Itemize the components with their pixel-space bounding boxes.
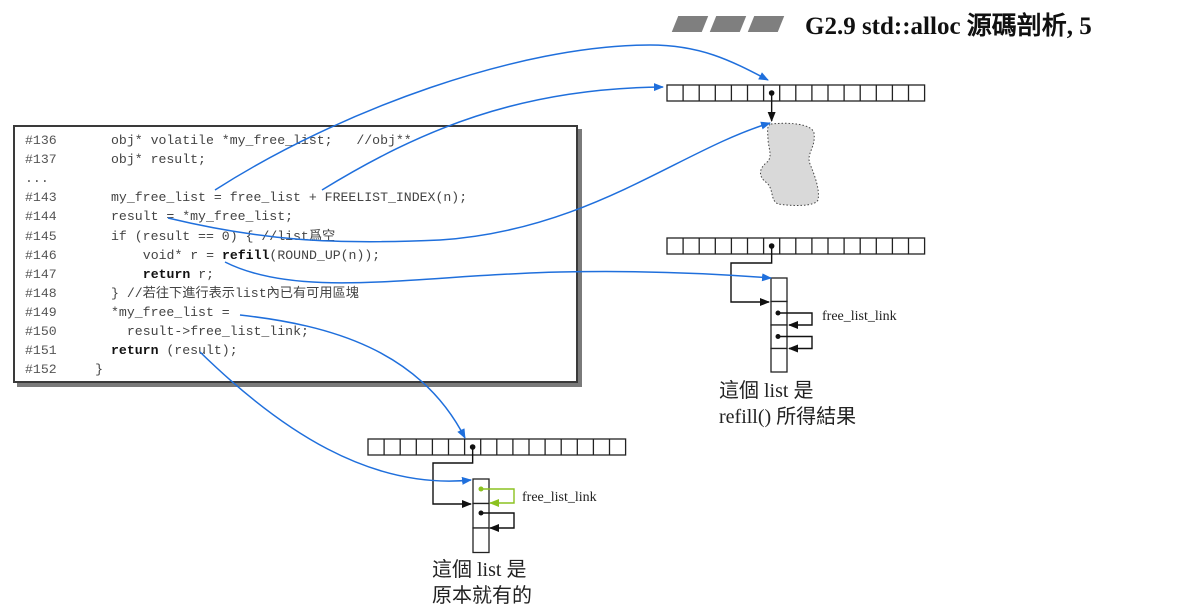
code-text: return (result); [111,343,238,359]
line-number: #144 [25,209,57,225]
code-line: #150 result->free_list_link; [25,322,309,341]
pointer-arrow [730,246,773,306]
code-text: result = *my_free_list; [111,209,294,225]
code-line: #152} [25,360,103,379]
free-list-link-arrow [778,312,813,329]
code-text: *my_free_list = [111,304,230,320]
existing-list-chunk [472,502,490,529]
slide-title: G2.9 std::alloc 源碼剖析, 5 [805,13,1092,40]
pointer-arrow [432,447,474,508]
code-text: } [95,362,104,378]
line-number: #149 [25,304,57,320]
refill-list-chunk [770,347,788,373]
arrow-refill-result-to-list [224,261,772,284]
refill-list-chunk [770,277,788,303]
arrow-my-free-list-to-slot [214,44,769,191]
code-line: ... [25,169,111,188]
code-text: my_free_list = free_list + FREELIST_INDE… [111,190,468,206]
free-list-link-label-refill: free_list_link [822,309,897,324]
free-list-link-arrow [778,335,813,353]
code-line: #147 return r; [25,265,214,284]
existing-list-caption-line2: 原本就有的 [432,585,532,607]
code-keyword: refill [221,247,270,263]
code-text: obj* volatile *my_free_list; //obj** [111,133,412,148]
free-list-link-label-existing: free_list_link [522,490,597,505]
line-number: #151 [25,343,57,359]
line-number: ... [25,171,49,187]
code-line: #144 result = *my_free_list; [25,207,293,226]
code-line: #143 my_free_list = free_list + FREELIST_… [25,188,467,207]
arrow-result-to-empty-blob [167,121,771,243]
arrow-free-list-to-array [321,83,664,191]
existing-list-caption-line1: 這個 list 是 [432,559,527,581]
code-line: #136 obj* volatile *my_free_list; //obj** [25,131,412,150]
line-number: #148 [25,285,57,301]
code-text: } //若往下進行表示list內已有可用區塊 [111,285,359,301]
line-number: #147 [25,266,57,282]
code-listing: #136 obj* volatile *my_free_list; //obj**… [13,125,578,383]
line-number: #150 [25,324,57,339]
empty-memory-blob [760,122,819,206]
line-number: #152 [25,362,57,378]
refill-list-caption-line1: 這個 list 是 [719,380,814,402]
line-number: #145 [25,228,57,244]
code-text: return r; [142,266,215,282]
free-list-link-arrow-highlighted [481,488,515,507]
code-line: #149 *my_free_list = [25,303,230,322]
line-number: #137 [25,152,57,168]
arrow-my-free-list-update [239,314,466,439]
slide-header: G2.9 std::alloc 源碼剖析, 5 [671,4,1092,44]
line-number: #143 [25,190,57,206]
arrow-result-to-first-chunk [199,351,472,485]
line-number: #136 [25,133,57,148]
code-line: #146 void* r = refill(ROUND_UP(n)); [25,246,380,265]
code-keyword: return [111,343,159,359]
code-text: void* r = refill(ROUND_UP(n)); [142,247,381,263]
free-list-link-arrow [481,512,515,532]
code-line: #148 } //若往下進行表示list內已有可用區塊 [25,284,359,303]
code-line: #151 return (result); [25,341,238,360]
code-keyword: return [142,266,191,282]
code-line: #137 obj* result; [25,150,206,169]
line-number: #146 [25,247,57,263]
existing-list-chunk [472,527,490,554]
code-text: obj* result; [111,152,206,168]
refill-list-caption-line2: refill() 所得結果 [719,406,857,428]
code-text: result->free_list_link; [126,324,309,339]
